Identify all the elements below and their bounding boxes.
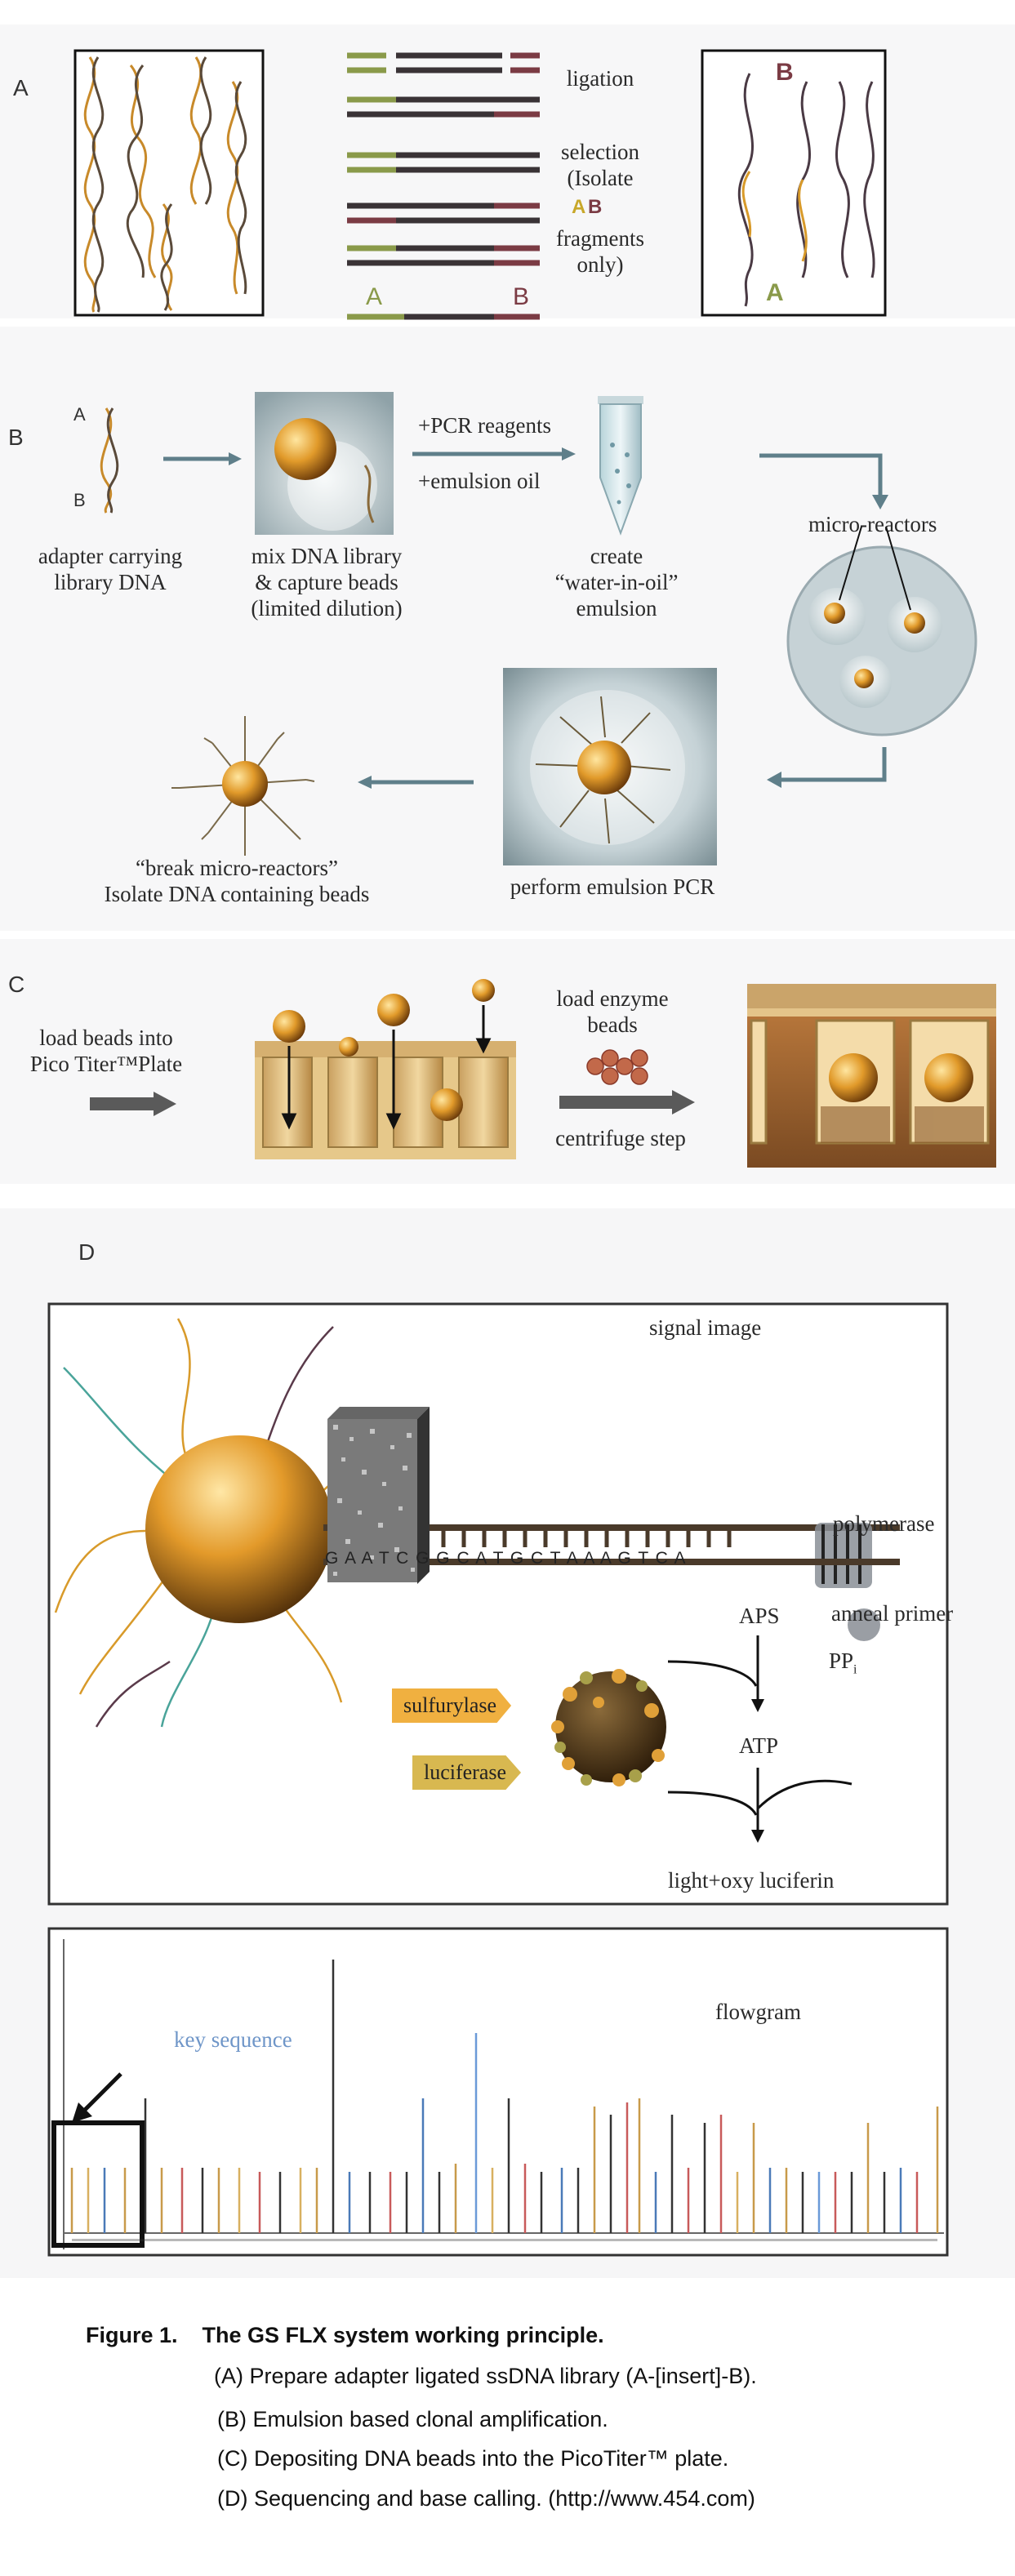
panel-a-bar-mark-a: A — [366, 283, 383, 310]
enzyme-beads-line-2: beads — [587, 1012, 638, 1037]
panel-b-label: B — [8, 425, 24, 450]
signal-image-label: signal image — [649, 1315, 762, 1340]
create-caption-3: emulsion — [576, 596, 657, 621]
sequencing-diagram — [47, 1302, 949, 1906]
arrow-mix-to-tube — [412, 447, 576, 460]
panel-a-label: A — [13, 75, 29, 100]
flowgram-chart — [47, 1927, 949, 2257]
reagents-line-1: +PCR reagents — [418, 413, 551, 438]
arrow-load-beads — [90, 1092, 176, 1116]
mix-capture-bead-image — [255, 392, 394, 535]
load-beads-line-1: load beads into — [39, 1026, 173, 1050]
create-caption-1: create — [590, 544, 643, 568]
anneal-primer-label: anneal primer — [831, 1601, 954, 1626]
panel-a-bar-mark-b: B — [513, 283, 530, 310]
break-caption-2: Isolate DNA containing beads — [104, 882, 370, 906]
perform-pcr-caption: perform emulsion PCR — [510, 874, 715, 899]
dna-bead-cluster-image — [171, 716, 315, 856]
arrow-centrifuge — [559, 1090, 695, 1114]
panel-a-fragment-bars — [347, 52, 540, 320]
adapter-dna-icon — [100, 407, 119, 514]
light-oxy-label: light+oxy luciferin — [668, 1868, 835, 1893]
arrow-pcr-to-break — [358, 776, 474, 789]
mix-caption-2: & capture beads — [255, 570, 398, 594]
mix-caption-1: mix DNA library — [251, 544, 403, 568]
ligation-label: ligation — [566, 66, 634, 91]
mix-caption-3: (limited dilution) — [251, 596, 403, 621]
reagents-line-2: +emulsion oil — [418, 469, 541, 493]
polymerase-label: polymerase — [833, 1511, 935, 1536]
selection-line-4: only) — [577, 252, 624, 277]
panel-a-dna-box-right — [701, 49, 887, 317]
enzyme-beads-icon — [586, 1049, 648, 1085]
break-caption-1: “break micro-reactors” — [135, 856, 339, 880]
adapter-mark-b: B — [73, 490, 86, 510]
atp-label: ATP — [739, 1733, 779, 1758]
caption-line-b: (B) Emulsion based clonal amplification. — [217, 2407, 608, 2431]
panel-a-dna-mark-a: A — [766, 279, 784, 306]
enzyme-beads-line-1: load enzyme — [556, 986, 669, 1011]
micro-reactors-image — [786, 526, 977, 736]
caption-line-d: (D) Sequencing and base calling. (http:/… — [217, 2486, 755, 2511]
arrow-reactors-to-pcr — [767, 747, 887, 788]
create-caption-2: “water-in-oil” — [554, 570, 679, 594]
sulfurylase-tag: sulfurylase — [392, 1688, 512, 1723]
selection-line-2: (Isolate — [567, 166, 634, 190]
adapter-caption-2: library DNA — [54, 570, 167, 594]
panel-d-label: D — [78, 1239, 96, 1265]
centrifuge-label: centrifuge step — [555, 1126, 686, 1150]
dna-sequence-text: G A A T C G G C A T G C T A A A G T C A — [325, 1549, 687, 1568]
luciferase-tag: luciferase — [412, 1755, 522, 1790]
flowgram-label: flowgram — [715, 2000, 801, 2024]
picotiter-plate-loading-image — [255, 979, 516, 1159]
pp-subscript: i — [853, 1662, 857, 1677]
aps-label: APS — [739, 1604, 780, 1628]
panel-a-dna-box-left — [73, 49, 265, 317]
caption-line-c: (C) Depositing DNA beads into the PicoTi… — [217, 2446, 729, 2471]
arrow-adapter-to-mix — [163, 452, 242, 465]
selection-line-1: selection — [561, 140, 639, 164]
selection-mark-b: B — [588, 196, 603, 218]
emulsion-pcr-image — [503, 668, 717, 865]
panel-c-label: C — [8, 972, 25, 997]
selection-line-3: fragments — [556, 226, 644, 251]
pp-text: PP — [829, 1648, 854, 1673]
micro-reactors-label: micro-reactors — [808, 512, 937, 536]
plate-filled-image — [747, 984, 996, 1168]
adapter-mark-a: A — [73, 404, 86, 425]
load-beads-line-2: Pico Titer™Plate — [29, 1052, 183, 1076]
adapter-caption-1: adapter carrying — [38, 544, 183, 568]
caption-line-a: (A) Prepare adapter ligated ssDNA librar… — [214, 2364, 757, 2388]
panel-a-dna-mark-b: B — [776, 59, 794, 86]
arrow-tube-to-reactors — [759, 453, 888, 509]
figure-title: Figure 1. The GS FLX system working prin… — [86, 2323, 604, 2347]
pp-label: PPi — [829, 1648, 857, 1683]
key-sequence-label: key sequence — [174, 2027, 292, 2052]
emulsion-tube-icon — [598, 396, 643, 536]
selection-mark-a: A — [572, 196, 586, 218]
